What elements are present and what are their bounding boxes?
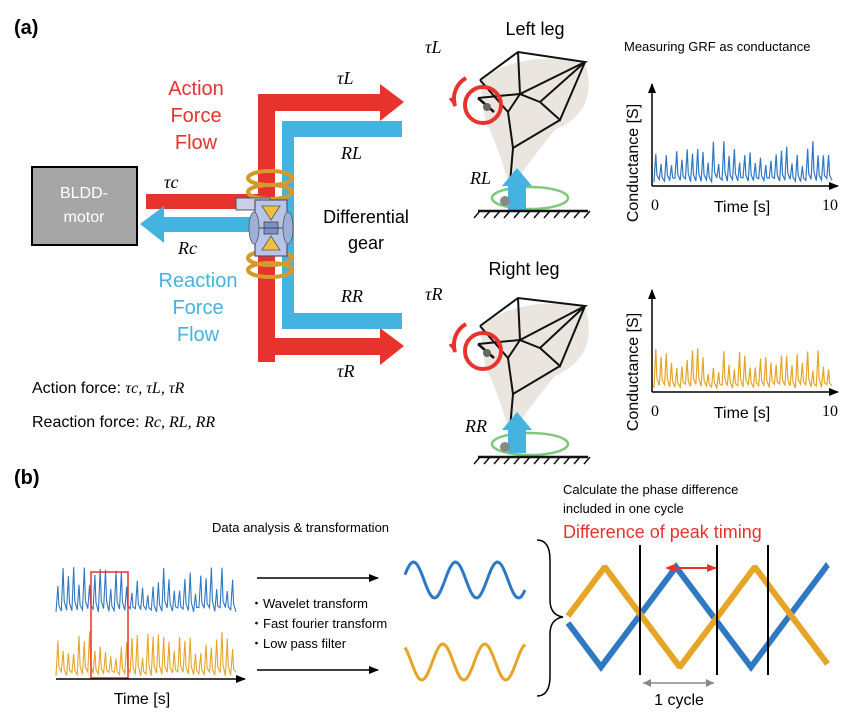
raw-left-signal <box>55 567 237 613</box>
cycle-label: 1 cycle <box>654 692 704 709</box>
panel-b-label: (b) <box>14 467 40 489</box>
right-plot-x-start: 0 <box>651 403 659 420</box>
measuring-title: Measuring GRF as conductance <box>624 39 810 54</box>
reaction-label-line2: Force <box>172 297 223 319</box>
raw-signals-plot: Time [s] <box>55 567 246 708</box>
tau-r-symbol-flow: τR <box>337 361 354 381</box>
left-plot-x-start: 0 <box>651 197 659 214</box>
filtered-right-signal <box>403 642 527 682</box>
panel-a-label: (a) <box>14 17 38 39</box>
r-c-symbol: Rc <box>177 238 197 258</box>
action-label-line1: Action <box>168 78 224 100</box>
left-plot-ylabel: Conductance [S] <box>625 104 642 222</box>
motor-box <box>31 166 138 246</box>
raw-right-signal <box>55 631 237 677</box>
r-l-symbol-flow: RL <box>340 143 362 163</box>
left-conductance-signal <box>653 141 833 185</box>
r-r-symbol-flow: RR <box>340 286 363 306</box>
method-wavelet: ・Wavelet transform <box>250 596 368 611</box>
analysis-title: Data analysis & transformation <box>212 520 389 535</box>
raw-time-label: Time [s] <box>114 691 170 708</box>
tau-l-symbol-leg: τL <box>425 37 441 57</box>
selection-window <box>90 571 129 679</box>
reaction-force-equation: Reaction force: Rc, RL, RR <box>32 414 215 431</box>
left-leg-title: Left leg <box>505 19 564 39</box>
action-force-equation: Action force: τc, τL, τR <box>32 380 185 397</box>
calc-line1: Calculate the phase difference <box>563 482 738 497</box>
right-conductance-plot: Conductance [S] Time [s] 0 10 <box>625 289 839 431</box>
right-plot-ylabel: Conductance [S] <box>625 313 642 431</box>
reaction-force-terms: Rc, RL, RR <box>143 414 215 431</box>
gear-label-line1: Differential <box>323 207 409 227</box>
right-conductance-signal <box>653 348 833 391</box>
right-leg-title: Right leg <box>488 259 559 279</box>
r-l-symbol-leg: RL <box>469 168 491 188</box>
reaction-force-flow <box>140 121 402 329</box>
method-fft: ・Fast fourier transform <box>250 616 387 631</box>
method-lowpass: ・Low pass filter <box>250 636 347 651</box>
grouping-brace <box>536 539 564 697</box>
motor-label-line1: BLDD- <box>60 185 108 202</box>
tau-r-symbol-leg: τR <box>425 284 442 304</box>
reaction-force-prefix: Reaction force: <box>32 414 144 431</box>
right-plot-x-end: 10 <box>822 403 838 420</box>
gear-label-line2: gear <box>348 233 384 253</box>
filtered-left-signal <box>403 560 527 600</box>
left-conductance-plot: Conductance [S] Time [s] 0 10 <box>625 83 839 222</box>
r-r-symbol-leg: RR <box>464 416 487 436</box>
reaction-label-line3: Flow <box>177 324 220 346</box>
phase-right-wave <box>565 564 830 670</box>
action-force-prefix: Action force: <box>32 380 125 397</box>
tau-c-symbol: τc <box>164 172 178 192</box>
left-plot-xlabel: Time [s] <box>714 199 770 216</box>
motor-label-line2: motor <box>64 209 106 226</box>
differential-gear-icon <box>235 169 294 279</box>
right-leg-diagram <box>448 296 591 465</box>
action-force-terms: τc, τL, τR <box>125 380 184 397</box>
action-label-line3: Flow <box>175 132 218 154</box>
phase-left-wave <box>565 562 830 672</box>
calc-line2: included in one cycle <box>563 501 684 516</box>
reaction-label-line1: Reaction <box>159 270 238 292</box>
left-plot-x-end: 10 <box>822 197 838 214</box>
action-label-line2: Force <box>170 105 221 127</box>
peak-timing-label: Difference of peak timing <box>563 522 762 542</box>
phase-comparison-plot: 1 cycle <box>565 545 830 709</box>
left-leg-diagram <box>448 50 591 219</box>
right-plot-xlabel: Time [s] <box>714 405 770 422</box>
tau-l-symbol-flow: τL <box>337 68 353 88</box>
